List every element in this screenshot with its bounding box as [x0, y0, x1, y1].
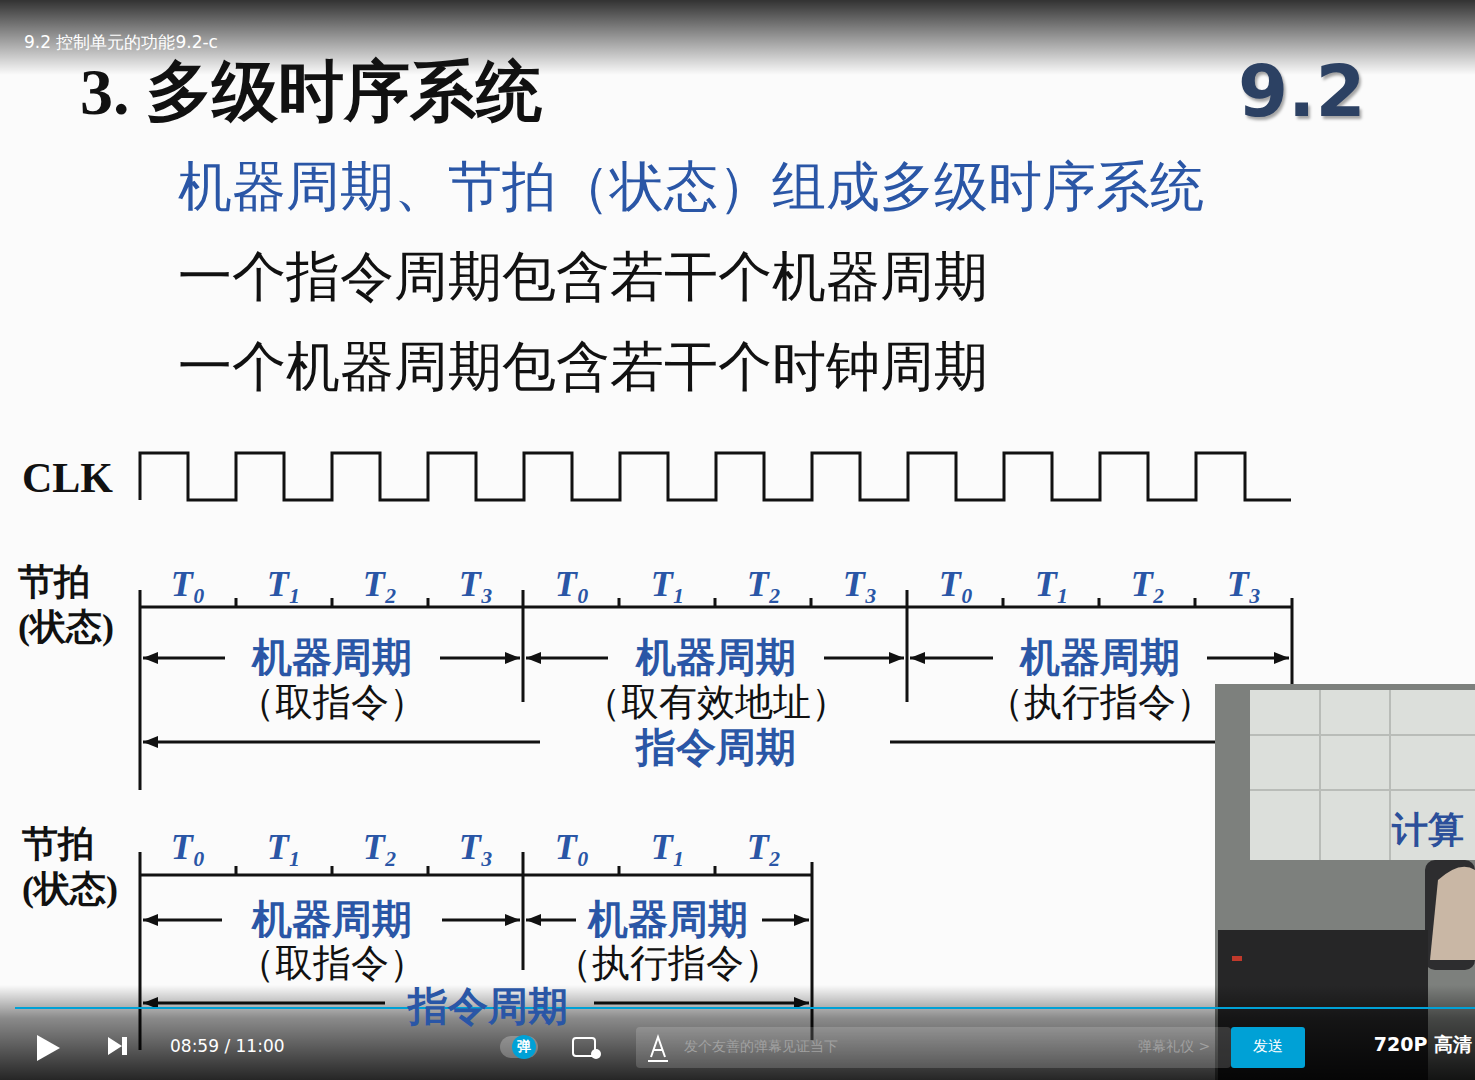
cycle-note: （执行指令） [986, 682, 1214, 724]
cycle-label: 指令周期 [636, 726, 796, 770]
cycle-boundary [140, 590, 1292, 790]
cycle-note: （取有效地址） [583, 682, 849, 724]
video-title: 9.2 控制单元的功能9.2-c [24, 33, 218, 52]
beat-label: T₂ [747, 828, 782, 868]
progress-bar [15, 1007, 1475, 1009]
danmaku-etiquette: 弹幕礼仪 > [1138, 1039, 1210, 1054]
beat-label: T₂ [747, 565, 782, 605]
signal-name: CLK [22, 455, 113, 501]
beat-label: T₁ [651, 565, 686, 605]
play-icon [37, 1035, 60, 1061]
cycle-label: 指令周期 [408, 985, 568, 1029]
statement: 一个机器周期包含若干个时钟周期 [178, 338, 988, 397]
subtitle: 机器周期、节拍（状态）组成多级时序系统 [178, 158, 1204, 217]
beat-axis [140, 874, 812, 877]
cycle-note: （取指令） [237, 943, 427, 985]
span-arrow [143, 657, 225, 660]
span-arrow [440, 657, 520, 660]
span-arrow [824, 657, 904, 660]
span-arrow [442, 919, 520, 922]
text-style-icon [648, 1037, 668, 1061]
cycle-note: （执行指令） [554, 943, 782, 985]
cycle-note: （取指令） [237, 682, 427, 724]
span-arrow [526, 919, 576, 922]
clock-waveform [140, 453, 1291, 500]
inset-board [1250, 690, 1475, 860]
cycle-label: 机器周期 [252, 898, 412, 942]
cycle-label: 机器周期 [636, 636, 796, 680]
beat-label: T₃ [1227, 565, 1262, 605]
inset-board-grid [1250, 690, 1475, 860]
beat-label: T₁ [1035, 565, 1070, 605]
slide-title: 3. 多级时序系统 [80, 56, 542, 129]
cycle-label: 机器周期 [252, 636, 412, 680]
beat-label: T₃ [459, 828, 494, 868]
beat-label: T₁ [651, 828, 686, 868]
inset-person [1430, 867, 1475, 960]
beat-label: T₂ [363, 828, 398, 868]
span-arrow [910, 657, 993, 660]
beat-label: T₁ [267, 565, 302, 605]
beat-label: T₃ [459, 565, 494, 605]
beat-label: T₂ [1131, 565, 1166, 605]
beat-tick [236, 866, 715, 875]
section-number: 9.2 [1238, 52, 1366, 131]
danmaku-badge: 弹 [517, 1039, 531, 1054]
cycle-label: 机器周期 [588, 898, 748, 942]
statement: 一个指令周期包含若干个机器周期 [178, 248, 988, 307]
span-arrow [1207, 657, 1289, 660]
inset-board-text: 计算 [1392, 810, 1464, 850]
beat-label: T₀ [171, 828, 206, 868]
cycle-label: 机器周期 [1020, 636, 1180, 680]
span-arrow [526, 657, 608, 660]
row-label: 节拍 (状态) [18, 560, 136, 650]
inset-chair [1425, 860, 1475, 970]
timeline-row-1 [140, 590, 1292, 790]
beat-label: T₀ [555, 565, 590, 605]
next-icon [108, 1037, 127, 1055]
danmaku-input [636, 1027, 1231, 1068]
beat-label: T₀ [171, 565, 206, 605]
span-arrow [143, 919, 222, 922]
beat-label: T₀ [555, 828, 590, 868]
send-label: 发送 [1253, 1038, 1283, 1055]
beat-label: T₂ [363, 565, 398, 605]
beat-label: T₀ [939, 565, 974, 605]
span-arrow [143, 741, 540, 744]
danmaku-dot [512, 1035, 536, 1059]
danmaku-placeholder: 发个友善的弹幕见证当下 [684, 1039, 838, 1054]
send-button [1231, 1027, 1305, 1068]
beat-label: T₁ [267, 828, 302, 868]
player-shade [0, 985, 1475, 1080]
beat-label: T₃ [843, 565, 878, 605]
danmaku-settings-gear [591, 1049, 601, 1059]
time-display: 08:59 / 11:00 [170, 1037, 285, 1056]
span-arrow [762, 919, 809, 922]
row-label: 节拍 (状态) [22, 822, 140, 912]
inset-laptop-logo [1232, 956, 1242, 961]
quality-label: 720P 高清 [1374, 1034, 1472, 1055]
danmaku-toggle [500, 1036, 538, 1058]
